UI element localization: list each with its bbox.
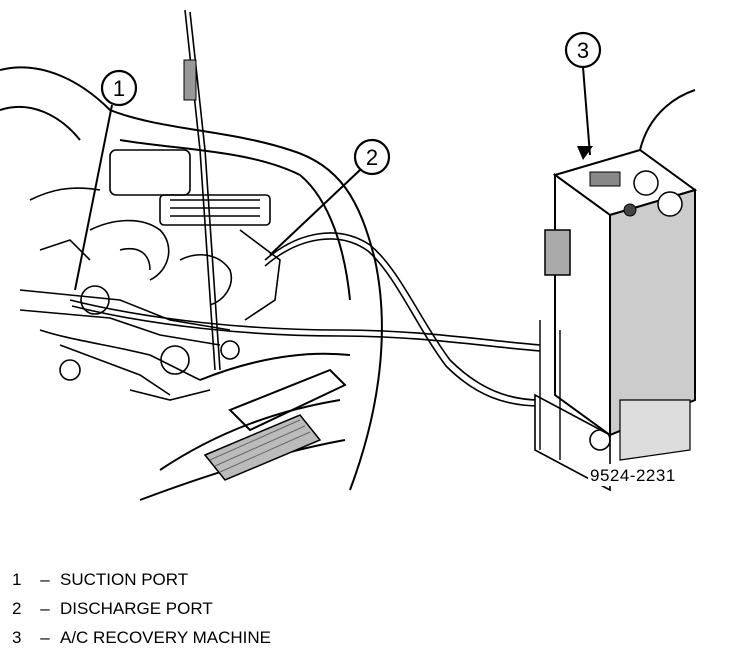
callout-3-arrowhead — [577, 146, 593, 160]
recovery-machine-drawing — [534, 89, 698, 492]
callout-2-circle — [353, 138, 391, 176]
engine-block — [19, 149, 281, 401]
legend-separator: – — [40, 628, 50, 647]
legend-number: 2 — [12, 599, 22, 618]
callout-2-number: 2 — [366, 145, 378, 170]
callout-3-leader — [582, 66, 591, 156]
engine-bay-drawing: 1 2 3 9524-2231 — [0, 9, 698, 501]
callout-1-leader — [74, 104, 113, 291]
legend-item-suction-port: 1–SUCTION PORT — [12, 565, 271, 594]
legend-separator: – — [40, 570, 50, 589]
service-hoses — [69, 9, 541, 407]
callout-1-number: 1 — [113, 76, 125, 101]
legend-number: 3 — [12, 628, 22, 647]
legend-label: DISCHARGE PORT — [60, 599, 213, 618]
callout-3-number: 3 — [577, 38, 589, 63]
figure-id: 9524-2231 — [590, 466, 676, 485]
legend-label: SUCTION PORT — [60, 570, 189, 589]
legend: 1–SUCTION PORT 2–DISCHARGE PORT 3–A/C RE… — [12, 565, 271, 652]
callout-1-circle — [100, 69, 138, 107]
legend-item-discharge-port: 2–DISCHARGE PORT — [12, 594, 271, 623]
callout-2-leader — [269, 169, 361, 256]
legend-label: A/C RECOVERY MACHINE — [60, 628, 271, 647]
gauge-hose-fitting — [183, 59, 197, 101]
callout-2: 2 — [269, 138, 391, 256]
vehicle-fender — [0, 66, 383, 501]
legend-number: 1 — [12, 570, 22, 589]
callout-1: 1 — [74, 69, 138, 291]
fender-shaded-panel — [203, 414, 322, 481]
diagram-illustration: 1 2 3 9524-2231 — [0, 9, 698, 501]
legend-separator: – — [40, 599, 50, 618]
callout-3: 3 — [564, 31, 602, 160]
legend-item-recovery-machine: 3–A/C RECOVERY MACHINE — [12, 623, 271, 652]
figure-id-backdrop — [588, 464, 698, 486]
